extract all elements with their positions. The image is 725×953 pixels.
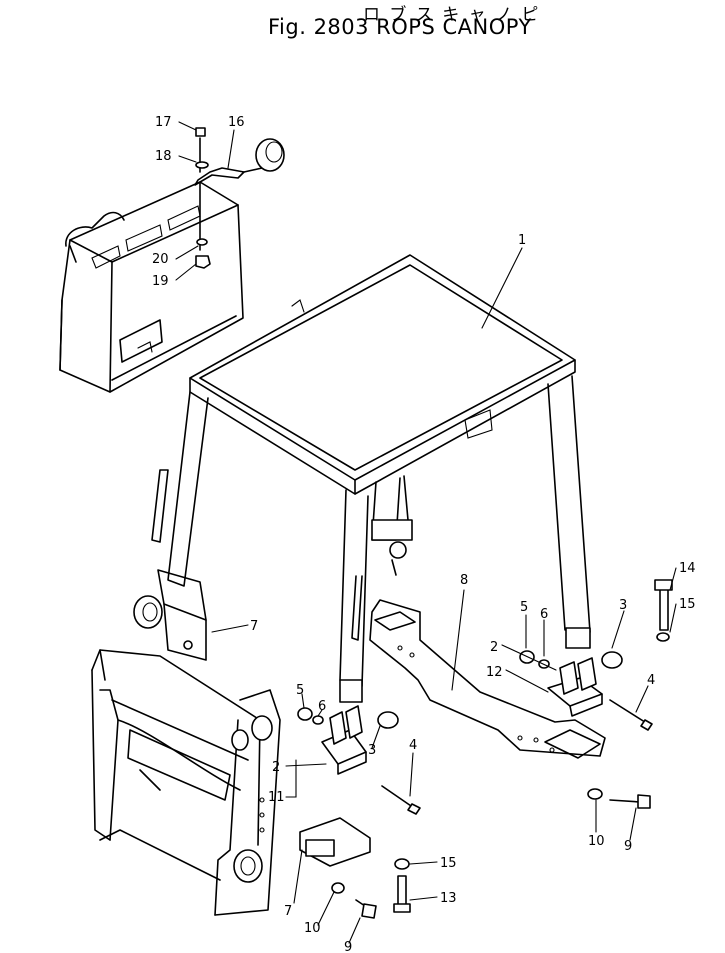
callouts: 1 17 16 18 20 19 8 7 5 6 3 14 15 2 4 12 … <box>152 115 696 953</box>
filler-cap-assembly <box>194 127 285 269</box>
callout-16: 16 <box>228 115 245 130</box>
callout-3b: 3 <box>368 743 376 758</box>
callout-14: 14 <box>679 561 696 576</box>
callout-5a: 5 <box>520 600 528 615</box>
machine-body <box>91 649 281 916</box>
callout-5b: 5 <box>296 683 304 698</box>
callout-2a: 2 <box>490 640 498 655</box>
callout-11: 11 <box>268 790 285 805</box>
callout-20: 20 <box>152 252 169 267</box>
callout-18: 18 <box>155 149 172 164</box>
rops-frame <box>133 254 591 703</box>
callout-10a: 10 <box>588 834 605 849</box>
callout-4a: 4 <box>647 673 655 688</box>
figure-title: Fig. 2803 ROPS CANOPY <box>268 15 532 39</box>
callout-9a: 9 <box>624 839 632 854</box>
mount-left <box>297 705 421 919</box>
callout-6a: 6 <box>540 607 548 622</box>
mount-bracket <box>369 599 606 759</box>
callout-1: 1 <box>518 233 526 248</box>
callout-15b: 15 <box>440 856 457 871</box>
callout-13: 13 <box>440 891 457 906</box>
callout-3a: 3 <box>619 598 627 613</box>
callout-19: 19 <box>152 274 169 289</box>
callout-17: 17 <box>155 115 172 130</box>
callout-10b: 10 <box>304 921 321 936</box>
callout-4b: 4 <box>409 738 417 753</box>
callout-7a: 7 <box>250 619 258 634</box>
leader-lines <box>175 121 677 944</box>
callout-9b: 9 <box>344 940 352 953</box>
callout-8: 8 <box>460 573 468 588</box>
callout-2b: 2 <box>272 760 280 775</box>
callout-7b: 7 <box>284 904 292 919</box>
mount-right <box>519 579 673 809</box>
callout-12: 12 <box>486 665 503 680</box>
callout-6b: 6 <box>318 699 326 714</box>
title-japanese: ロ ブ ス キ ャ ノ ピ <box>363 5 541 25</box>
callout-15a: 15 <box>679 597 696 612</box>
